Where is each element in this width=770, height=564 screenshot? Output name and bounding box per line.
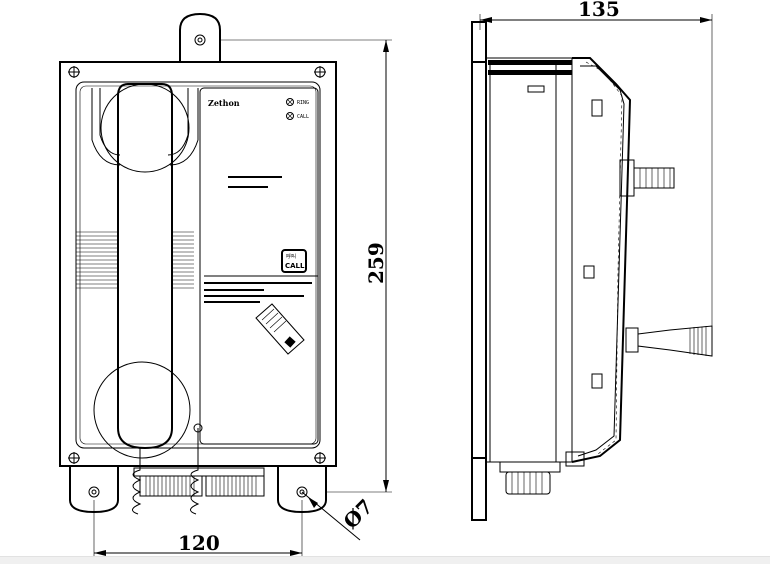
- front-view: Zethon RING CALL 呼叫 CALL: [59, 12, 337, 515]
- side-gland: [499, 451, 585, 495]
- svg-text:CALL: CALL: [297, 114, 309, 120]
- svg-text:RING: RING: [297, 100, 309, 106]
- handset: [117, 83, 173, 450]
- model-text: [228, 176, 282, 188]
- side-view: [471, 21, 713, 521]
- dimension-height: 259: [220, 39, 392, 493]
- ring-indicator: RING: [286, 98, 309, 106]
- height-label: 259: [364, 242, 388, 284]
- call-button: 呼叫 CALL: [281, 249, 307, 273]
- corner-screws: [68, 66, 326, 464]
- mount-spacing-label: 120: [178, 531, 220, 555]
- card-slot: [255, 303, 305, 355]
- brand-label: Zethon: [208, 98, 240, 108]
- coiled-cord: [132, 423, 203, 515]
- dimension-mount-spacing: 120: [93, 500, 303, 560]
- cable-glands: [133, 467, 265, 497]
- dimension-depth: 135: [479, 0, 713, 326]
- dimension-hole: Ø7: [301, 491, 378, 541]
- side-crank: [625, 325, 713, 357]
- svg-text:呼叫: 呼叫: [286, 253, 296, 260]
- svg-text:CALL: CALL: [285, 262, 305, 270]
- depth-label: 135: [578, 0, 620, 21]
- instruction-text: [204, 282, 312, 303]
- bottom-strip: [0, 556, 770, 564]
- side-knob: [619, 159, 675, 197]
- speaker-grille: [76, 231, 194, 289]
- call-indicator: CALL: [286, 112, 309, 120]
- bottom-mount-tabs: [69, 466, 327, 514]
